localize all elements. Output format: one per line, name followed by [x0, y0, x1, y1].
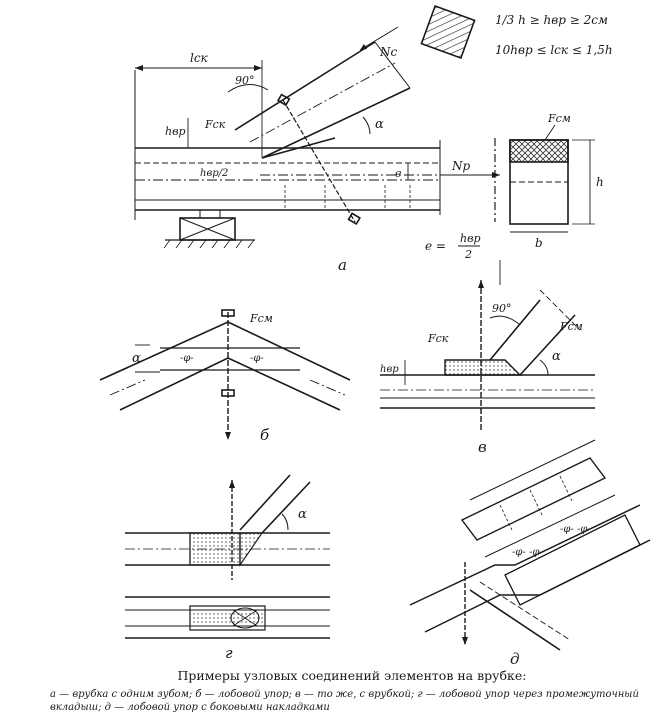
svg-text:-φ-: -φ- [180, 353, 194, 364]
alpha-label-b: α [132, 351, 141, 366]
h-vr-label-a: hвр [165, 125, 186, 138]
panel-d: -φ- -φ- -φ- -φ- [409, 439, 651, 651]
angle-90-label-a: 90° [235, 74, 255, 87]
n-p-label: Nр [451, 159, 471, 173]
e-formula-den: 2 [464, 248, 472, 261]
f-sk-label-v: Fск [427, 332, 449, 345]
formula-2: 10hвр ≤ lск ≤ 1,5h [495, 43, 613, 57]
alpha-label-a: α [375, 117, 384, 132]
svg-text:-φ- -φ-: -φ- -φ- [560, 524, 591, 535]
panel-v-letter: в [478, 438, 487, 456]
f-sk-label-a: Fск [204, 118, 226, 131]
panel-g-letter: г [225, 644, 233, 662]
panel-v [380, 280, 595, 432]
f-sm-label-a: Fсм [547, 112, 571, 125]
rafter-upper-edge [234, 41, 376, 131]
panel-a [134, 4, 595, 285]
panel-g [125, 474, 330, 639]
panel-a-letter: а [338, 256, 347, 274]
panel-b: -φ- -φ- [99, 309, 351, 440]
alpha-label-g: α [298, 507, 307, 522]
e-formula-lhs: e = [425, 239, 446, 253]
h-vr-label-v: hвр [380, 364, 399, 375]
bolt [282, 99, 356, 223]
h-label: h [596, 175, 604, 189]
l-sk-label: lск [190, 51, 209, 65]
figure-caption-legend: а — врубка с одним зубом; б — лобовой уп… [50, 689, 639, 713]
n-c-label: Nc [379, 45, 398, 59]
panel-d-letter: д [510, 650, 520, 668]
rafter-lower-edge [261, 87, 411, 159]
f-sm-label-v: Fсм [559, 320, 583, 333]
formula-1: 1/3 h ≥ hвр ≥ 2см [495, 13, 608, 27]
h-vr-half-label: hвр/2 [200, 168, 228, 179]
b-label: b [535, 236, 543, 250]
rafter-section [420, 4, 476, 60]
f-sm-label-b: Fсм [249, 312, 273, 325]
panel-b-letter: б [260, 426, 270, 444]
figure-caption-title: Примеры узловых соединений элементов на … [177, 668, 527, 683]
angle-90-label-v: 90° [492, 302, 512, 315]
svg-text:-φ-: -φ- [250, 353, 264, 364]
alpha-label-v: α [552, 349, 561, 364]
e-formula-num: hвр [460, 232, 481, 245]
e-label: e [395, 167, 402, 180]
insert-block [444, 359, 522, 376]
svg-text:-φ- -φ-: -φ- -φ- [512, 547, 543, 558]
